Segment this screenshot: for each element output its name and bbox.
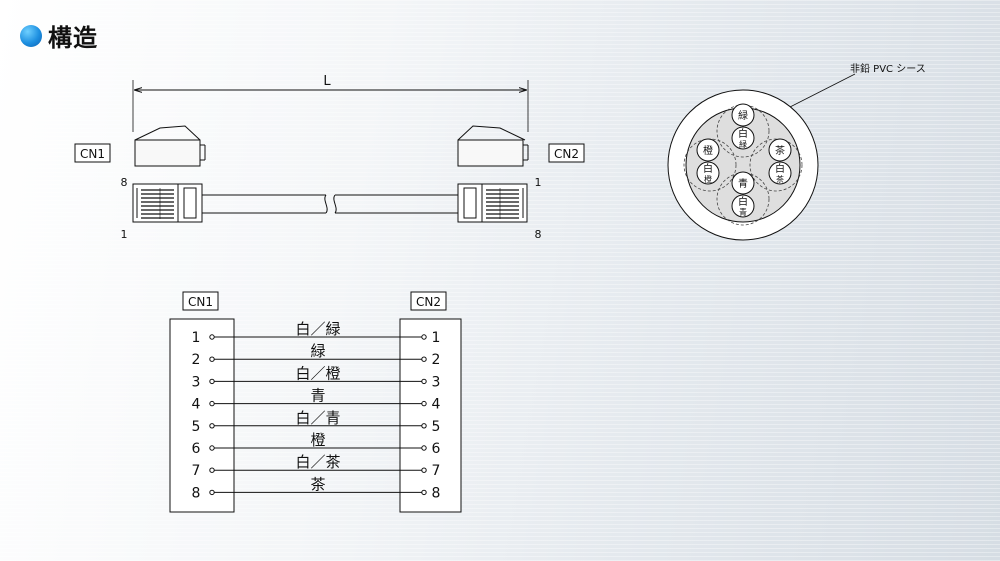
- blue-bullet-icon: [20, 24, 42, 47]
- wire-color-label-8: 茶: [310, 475, 325, 493]
- wire-white-orange-label: 白: [703, 162, 713, 175]
- wire-white-green: [731, 126, 755, 150]
- wire-color-label-3: 白／橙: [295, 364, 340, 382]
- sheath-leader-line: [789, 73, 856, 108]
- wire-white-green-label: 白: [738, 127, 748, 140]
- cn2-plug-front-view: [457, 183, 528, 223]
- wire-white-blue-label: 白: [738, 195, 748, 208]
- cn1-label-box: [74, 143, 111, 163]
- wire-orange: [696, 138, 720, 162]
- cn2-pin-terminal-4: [421, 400, 427, 407]
- cn1-pin-number-4: 4: [192, 397, 201, 413]
- cn1-pin-1-label: 1: [121, 228, 128, 241]
- wiring-diagram: 1 1 白／緑 2 2 緑 3 3 白／橙 4 4 青 5 5 白／青 6 6 橙 7 7 白／茶 8 8 茶: [169, 291, 462, 513]
- cn2-pin-number-3: 3: [432, 374, 441, 390]
- cn2-pin-number-8: 8: [432, 485, 441, 501]
- cn2-pin-terminal-6: [421, 445, 427, 451]
- cn1-plug-front-view: [132, 183, 203, 223]
- cn2-pin-8-label: 8: [535, 228, 542, 241]
- cn2-plug-top-view: [457, 125, 529, 167]
- cn1-pin-number-1: 1: [192, 330, 201, 346]
- wire-blue-label: 青: [738, 177, 748, 190]
- wire-blue: [731, 171, 755, 195]
- wire-color-label-5: 白／青: [295, 409, 340, 427]
- wire-white-blue: [731, 194, 755, 218]
- wire-white-blue-mark: 青: [739, 207, 747, 217]
- cable-cross-section: [667, 89, 819, 241]
- cn2-pin-number-4: 4: [432, 397, 441, 413]
- wire-white-brown-mark: 茶: [776, 174, 784, 184]
- wire-color-label-4: 青: [310, 387, 325, 405]
- wire-color-label-7: 白／茶: [295, 453, 340, 471]
- cn1-pin-number-2: 2: [192, 352, 201, 368]
- cn2-pin-number-1: 1: [432, 330, 441, 346]
- wire-white-brown: [768, 161, 792, 185]
- cn1-pin-number-5: 5: [192, 419, 201, 435]
- cn2-wiring-label-box: [410, 291, 447, 311]
- cn2-pin-terminal-5: [421, 423, 427, 429]
- wire-brown-label: 茶: [775, 144, 785, 157]
- cn1-pin-number-7: 7: [192, 463, 201, 479]
- cn1-pin-number-3: 3: [192, 374, 201, 390]
- wire-green: [731, 103, 755, 127]
- sheath-label: 非鉛 PVC シース: [850, 62, 926, 75]
- cn2-pin-terminal-1: [421, 334, 427, 340]
- wire-orange-label: 橙: [703, 144, 713, 157]
- cn2-label-box: [548, 143, 585, 163]
- cn2-pin-terminal-7: [421, 467, 427, 473]
- section-header: 構造: [20, 18, 98, 53]
- wire-color-label-6: 橙: [310, 431, 325, 449]
- section-title: 構造: [48, 24, 98, 52]
- cn2-pin-block: [399, 318, 462, 513]
- wire-color-label-2: 緑: [310, 342, 325, 360]
- cn1-pin-8-label: 8: [121, 176, 128, 189]
- wire-color-label-1: 白／緑: [295, 320, 340, 338]
- cn1-pin-number-6: 6: [192, 441, 201, 457]
- cn2-pin-terminal-2: [421, 356, 427, 362]
- cn1-pin-terminal-1: [209, 334, 215, 340]
- cable-drawing: [132, 80, 529, 223]
- cn2-pin-terminal-8: [421, 489, 427, 496]
- cn1-pin-terminal-6: [209, 445, 215, 451]
- wire-white-brown-label: 白: [775, 162, 785, 175]
- cn1-pin-block: [169, 318, 235, 513]
- cn1-wiring-label: CN1: [188, 295, 213, 309]
- cn1-pin-terminal-8: [209, 489, 215, 496]
- cn2-label: CN2: [554, 147, 579, 161]
- cn1-pin-terminal-7: [209, 467, 215, 473]
- cable-body: [202, 194, 458, 214]
- wire-brown: [768, 138, 792, 162]
- cn1-pin-terminal-5: [209, 423, 215, 429]
- cn1-plug-top-view: [134, 125, 206, 167]
- cn1-label: CN1: [80, 147, 105, 161]
- cn2-pin-terminal-3: [421, 378, 427, 385]
- cn2-pin-number-6: 6: [432, 441, 441, 457]
- cn2-pin-number-5: 5: [432, 419, 441, 435]
- cn2-pin-number-7: 7: [432, 463, 441, 479]
- wire-white-orange-mark: 橙: [704, 174, 712, 184]
- wire-green-label: 緑: [738, 109, 748, 122]
- cn1-pin-number-8: 8: [192, 485, 201, 501]
- wire-white-green-mark: 緑: [739, 139, 747, 149]
- length-label: L: [323, 74, 331, 89]
- cn2-wiring-label: CN2: [416, 295, 441, 309]
- cn1-pin-terminal-4: [209, 400, 215, 407]
- cn1-pin-terminal-3: [209, 378, 215, 385]
- cn2-pin-number-2: 2: [432, 352, 441, 368]
- wire-white-orange: [696, 161, 720, 185]
- cn1-wiring-label-box: [182, 291, 219, 311]
- cn2-pin-1-label: 1: [535, 176, 542, 189]
- cn1-pin-terminal-2: [209, 356, 215, 362]
